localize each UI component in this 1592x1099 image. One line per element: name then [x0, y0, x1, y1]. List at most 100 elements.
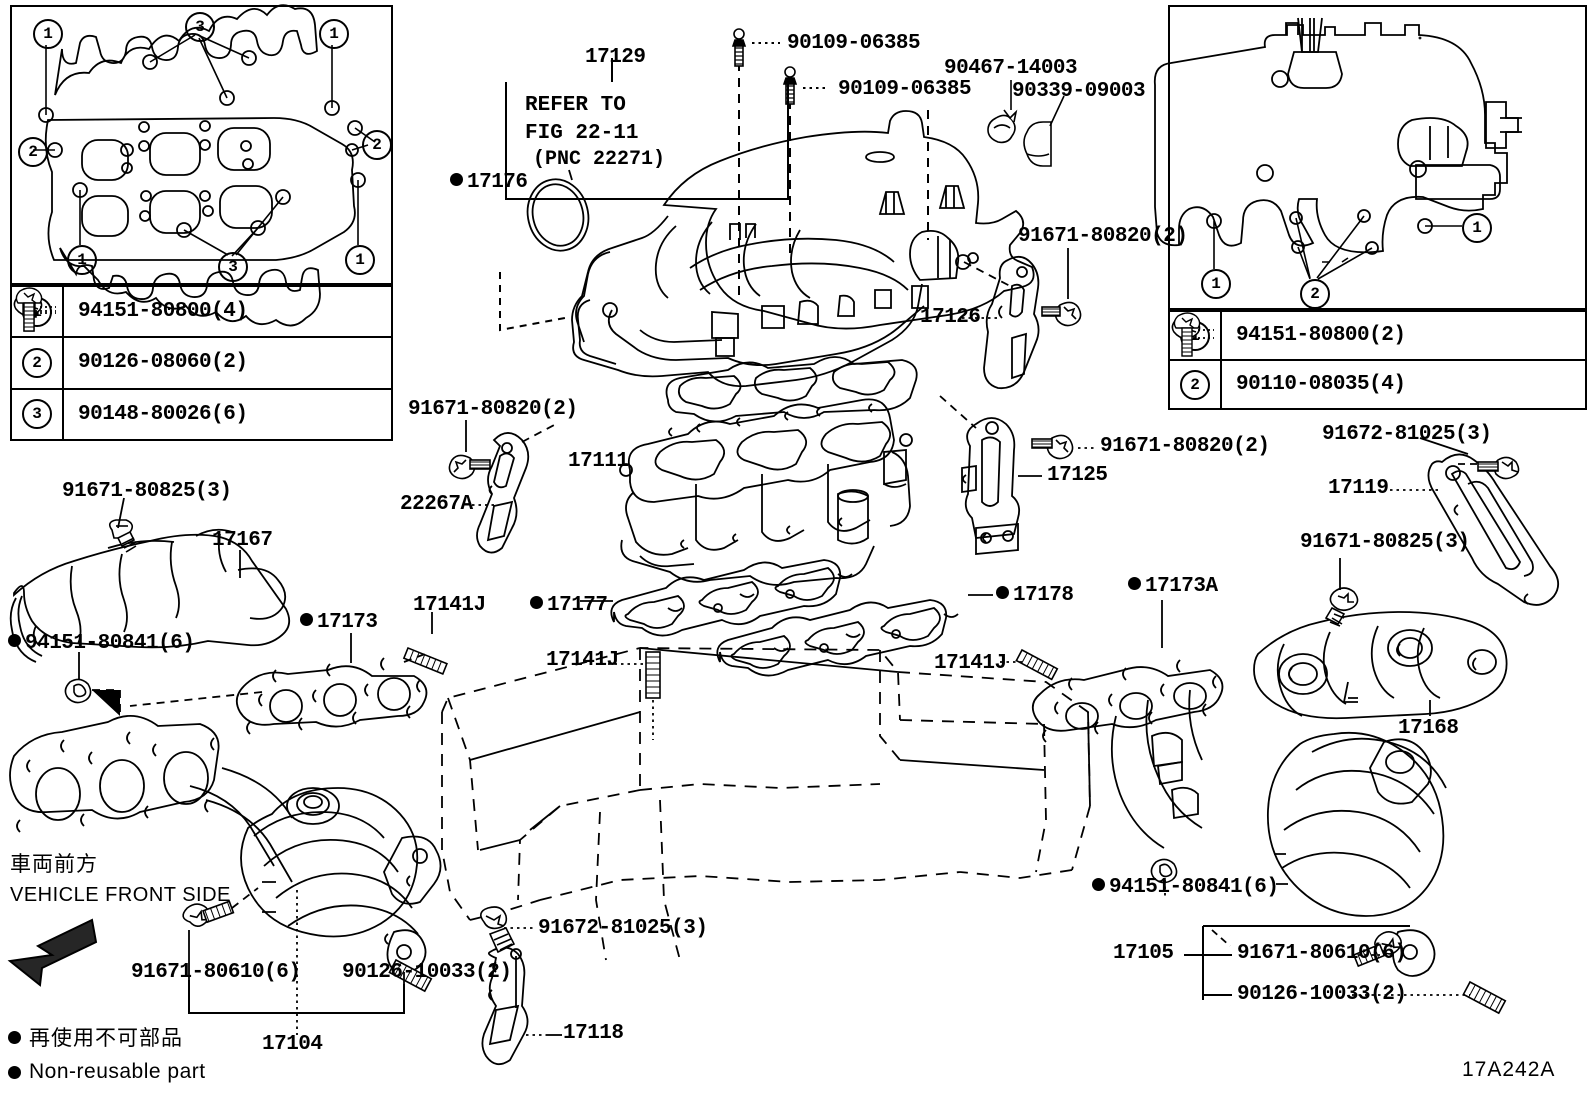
non-reusable-bullet-icon: [8, 1030, 21, 1044]
part-number-text: 17176: [467, 171, 528, 194]
reference-line-2: FIG 22-11: [525, 121, 639, 145]
non-reusable-bullet-icon: [300, 612, 313, 626]
bolt-91671-80610-left: [182, 900, 235, 928]
bracket-17125: [961, 417, 1021, 555]
vehicle-front-side-note: 車両前方 VEHICLE FRONT SIDE: [10, 848, 231, 907]
callout-circle: 1: [33, 19, 63, 49]
part-label-91671-80610-right: 91671-80610(6): [1237, 942, 1407, 965]
part-label-17176: 17176: [450, 172, 528, 193]
exhaust-manifold-17105: [1110, 689, 1447, 977]
bracket-17119: [1427, 453, 1560, 606]
inset-callout-2a: 2: [18, 137, 48, 167]
part-label-90109-a: 90109-06385: [787, 32, 921, 55]
legend-body: 90126-08060(2): [22, 288, 391, 375]
non-reusable-note: 再使用不可部品 Non-reusable part: [8, 1022, 206, 1084]
part-label-91671-80825-left: 91671-80825(3): [62, 480, 232, 503]
stud-17141J-center: [645, 651, 661, 699]
inset-callout-1d: 1: [345, 245, 375, 275]
reference-box-17129: REFER TO FIG 22-11 (PNC 22271): [505, 82, 789, 200]
part-number-text: 17178: [1013, 584, 1074, 607]
legend-row: 1 94151-80800(4): [12, 287, 391, 339]
stud-90126-10033-left: [388, 958, 433, 993]
part-label-17126: 17126: [920, 306, 981, 329]
part-label-17111: 17111: [568, 450, 629, 473]
legend-row: 2 90126-08060(2): [12, 288, 391, 390]
callout-circle: 1: [67, 245, 97, 275]
part-label-91671-80820-mid: 91671-80820(2): [1100, 435, 1270, 458]
non-reusable-bullet-icon: [8, 1065, 21, 1079]
heat-insulator-17168: [1253, 611, 1508, 720]
bolt-91671-80825-right: [1324, 587, 1359, 627]
part-label-17141J-mid: 17141J: [546, 649, 619, 672]
legend-part-number: 90126-08060(2): [78, 351, 248, 375]
stud-17141J-right: [1015, 648, 1059, 681]
part-label-91672-81025-bottom: 91672-81025(3): [538, 917, 708, 940]
bolt-91671-80825-left: [108, 519, 137, 553]
bolt-91672-81025-bottom: [480, 906, 516, 954]
dotted-leaders-top: [752, 42, 828, 89]
flange-bolt-icon: [15, 287, 56, 332]
inset-callout-3b: 3: [218, 252, 248, 282]
non-reusable-row-jp: 再使用不可部品: [8, 1022, 206, 1052]
clip-90467: [987, 109, 1018, 144]
assembly-bracket-17104: [188, 1000, 405, 1014]
gasket-17178: [716, 599, 959, 677]
part-label-17141J-right: 17141J: [934, 652, 1007, 675]
inset-callout-r1a: 1: [1462, 213, 1492, 243]
part-label-17141J-left: 17141J: [413, 594, 486, 617]
legend-number-cell: 2: [12, 338, 64, 388]
part-label-17129: 17129: [585, 46, 646, 69]
legend-part-number: 94151-80800(2): [1236, 324, 1406, 347]
part-label-91671-80820-right: 91671-80820(2): [1018, 225, 1188, 248]
legend-row: 3 90148-80026(6): [12, 287, 391, 439]
legend-part-number: 94151-80800(4): [78, 300, 248, 324]
part-label-17105: 17105: [1113, 942, 1174, 965]
stud-guide-lines: [738, 62, 929, 302]
non-reusable-bullet-icon: [996, 585, 1009, 599]
bolt-91671-80820-mid: [1031, 434, 1074, 460]
part-label-17118: 17118: [563, 1022, 624, 1045]
callout-circle: 3: [185, 12, 215, 42]
legend-row: 2 90110-08035(4): [1170, 312, 1585, 408]
part-number-text: 17173A: [1145, 575, 1218, 598]
inset-callout-1c: 1: [67, 245, 97, 275]
part-label-90109-b: 90109-06385: [838, 78, 972, 101]
non-reusable-bullet-icon: [1128, 576, 1141, 590]
reference-line-1: REFER TO: [525, 94, 626, 117]
callout-circle: 2: [1300, 279, 1330, 309]
non-reusable-row-en: Non-reusable part: [8, 1060, 206, 1084]
part-label-17167: 17167: [212, 529, 273, 552]
leader-dashes-17126: [963, 261, 1011, 287]
flange-bolt-icon: [1173, 312, 1214, 357]
callout-circle: 1: [345, 245, 375, 275]
engine-block-solid-edges: [469, 647, 1091, 851]
non-reusable-bullet-icon: [8, 633, 21, 647]
non-reusable-bullet-icon: [450, 172, 463, 186]
inset-callout-1b: 1: [319, 19, 349, 49]
part-label-17168: 17168: [1398, 717, 1459, 740]
part-label-17178: 17178: [996, 585, 1074, 606]
non-reusable-japanese: 再使用不可部品: [29, 1026, 183, 1050]
part-number-text: 17177: [547, 594, 608, 617]
inset-callout-1a: 1: [33, 19, 63, 49]
front-side-japanese: 車両前方: [10, 852, 98, 876]
callout-circle: 2: [18, 137, 48, 167]
callout-circle: 1: [319, 19, 349, 49]
part-label-17173: 17173: [300, 612, 378, 633]
exhaust-manifold-17104: [9, 715, 442, 974]
part-label-90126-10033-right: 90126-10033(2): [1237, 983, 1407, 1006]
front-side-english: VEHICLE FRONT SIDE: [10, 884, 231, 906]
plug-90339: [1023, 121, 1052, 167]
part-label-94151-80841-left: 94151-80841(6): [8, 632, 195, 655]
inset-box-top-left: [10, 5, 393, 285]
inset-callout-2b: 2: [362, 130, 392, 160]
legend-part-number: 90148-80026(6): [78, 402, 248, 426]
part-label-91672-81025-right: 91672-81025(3): [1322, 423, 1492, 446]
callout-circle: 1: [1462, 213, 1492, 243]
nut-94151-80841-right: [1150, 858, 1178, 884]
part-number-text: 94151-80841(6): [25, 632, 195, 655]
part-label-91671-80610-left: 91671-80610(6): [131, 961, 301, 984]
inset-box-top-right: [1168, 5, 1587, 310]
assembly-bracket-17129: [499, 272, 566, 332]
